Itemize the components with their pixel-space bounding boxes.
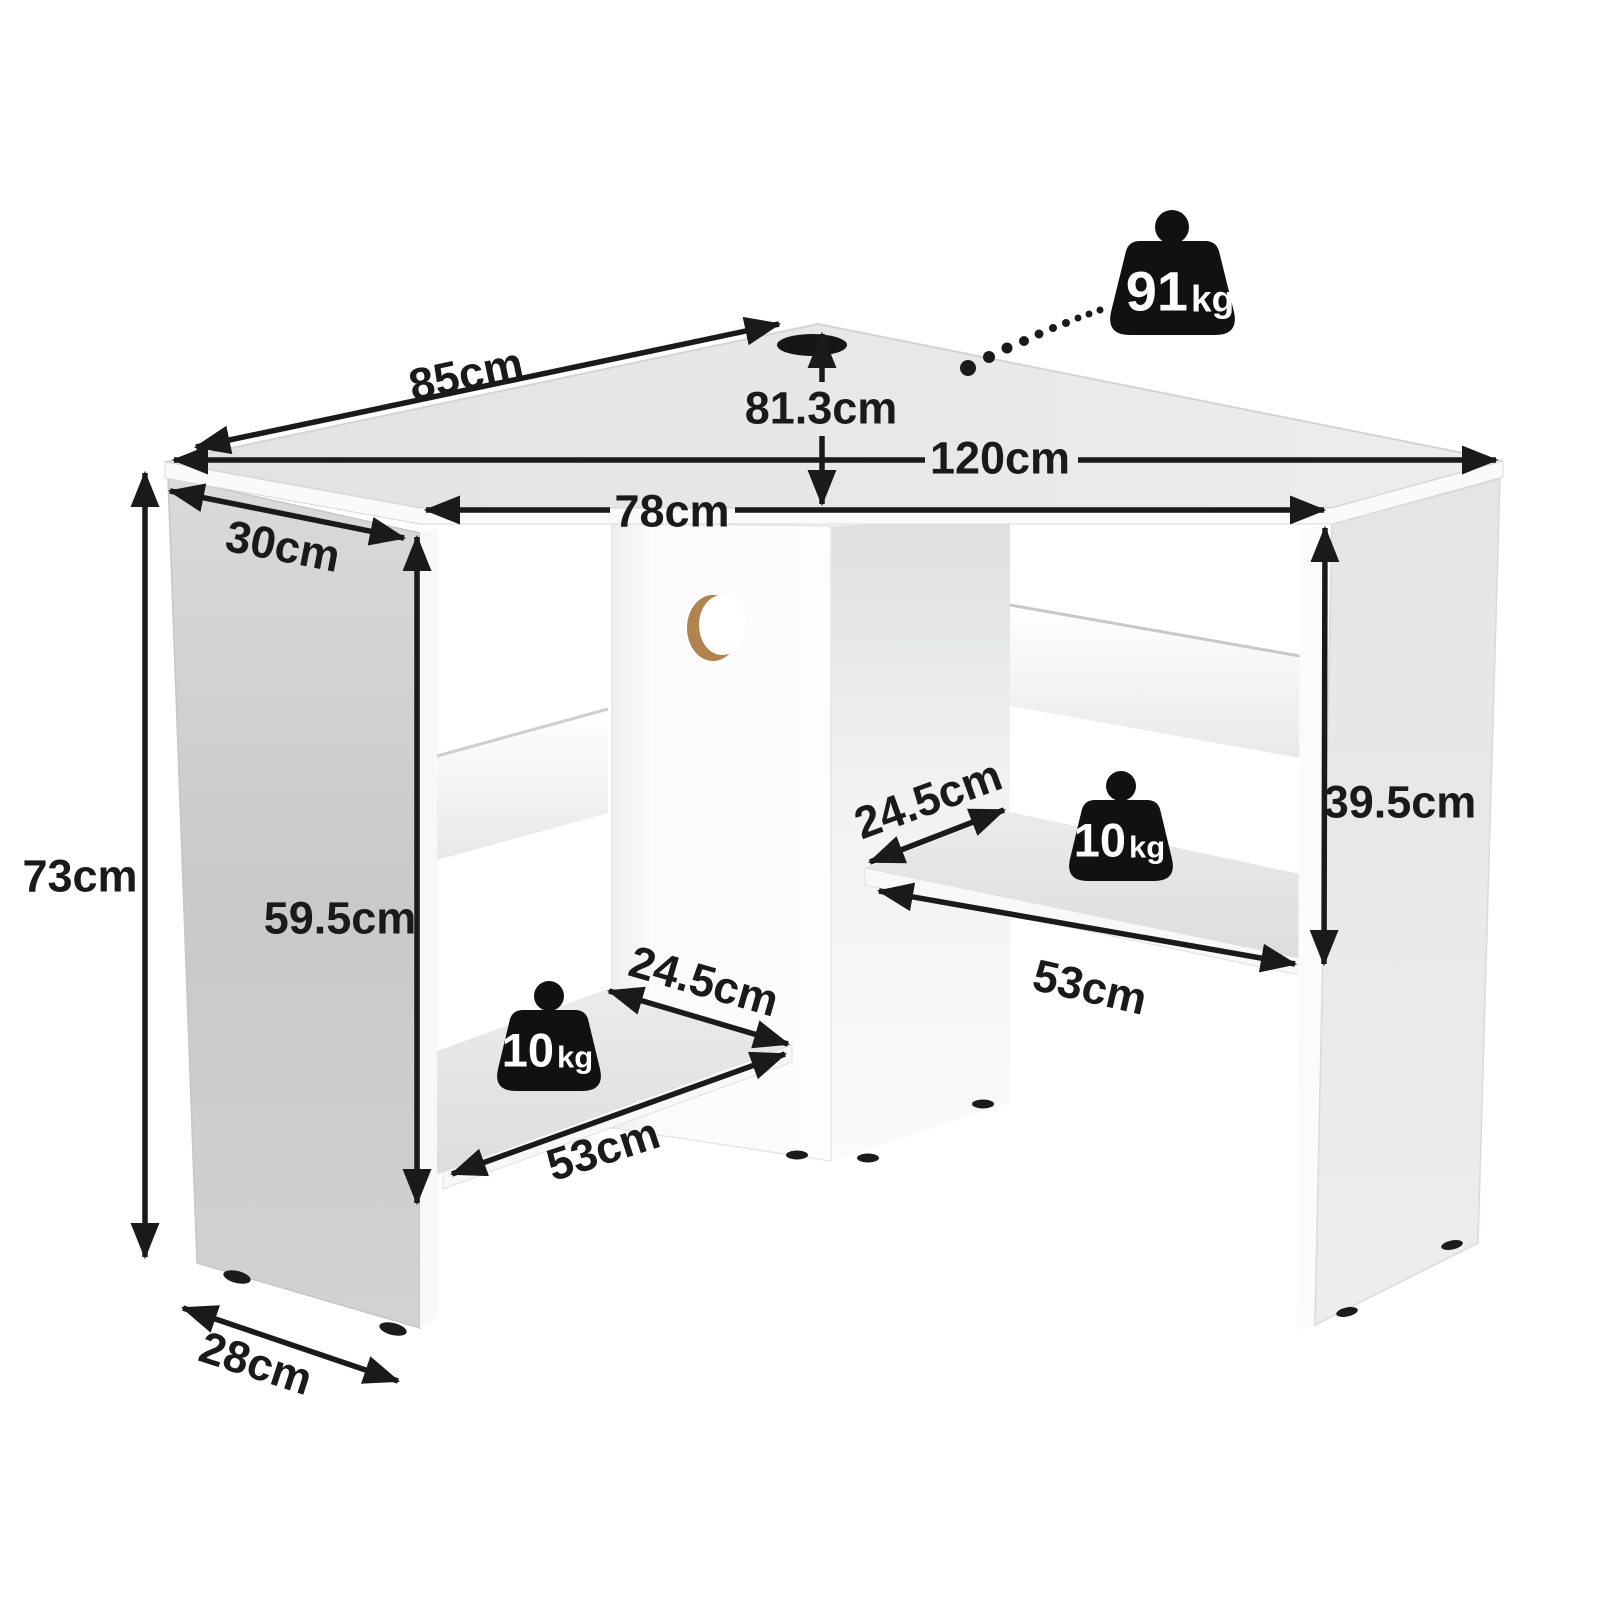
grommet-hole <box>777 334 847 356</box>
dim-left-panel-bottom-depth: 28cm <box>180 1305 401 1405</box>
right-shelf-weight-unit: kg <box>1129 830 1165 865</box>
right-panel-face <box>1314 478 1501 1327</box>
dim-left-panel-top-depth: 30cm <box>167 483 407 582</box>
dim-corner-depth: 81.3cm <box>745 331 898 507</box>
dim-label-73cm: 73cm <box>22 851 137 902</box>
dim-label-120cm: 120cm <box>930 433 1070 484</box>
dotted-leader-line <box>960 306 1104 376</box>
desk-illustration <box>164 322 1504 1336</box>
foot <box>786 1150 808 1160</box>
dim-front-width: 78cm <box>423 486 1327 537</box>
dim-left-opening-height: 59.5cm <box>264 534 432 1206</box>
right-back-rail <box>1010 605 1328 763</box>
dim-label-78cm: 78cm <box>614 486 729 537</box>
dim-label-right-53cm: 53cm <box>1028 949 1152 1025</box>
right-back-rail-top-edge <box>1009 603 1329 663</box>
dim-overall-width: 120cm <box>171 433 1499 484</box>
right-shelf-weight-value: 10 <box>1074 814 1126 867</box>
right-shelf-weight-capacity-icon: 10 kg <box>1069 771 1173 881</box>
desktop-weight-capacity-icon: 91 kg <box>1110 210 1235 335</box>
foot <box>972 1099 994 1109</box>
left-back-rail-top-edge <box>436 707 609 758</box>
dim-label-59-5cm: 59.5cm <box>264 893 417 944</box>
cable-hole-opening <box>699 595 745 655</box>
left-shelf-weight-value: 10 <box>502 1024 554 1077</box>
dim-right-opening-height: 39.5cm <box>1309 525 1477 967</box>
foot <box>1441 1240 1463 1250</box>
left-back-rail <box>437 709 608 860</box>
cable-hole <box>687 595 745 661</box>
weight-capacity-annotations: 91 kg 10 kg 10 kg <box>497 210 1235 1091</box>
dim-label-81-3cm: 81.3cm <box>745 383 898 434</box>
left-panel-inner-edge <box>420 529 437 1328</box>
dim-overall-height: 73cm <box>22 470 160 1260</box>
dim-label-39-5cm: 39.5cm <box>1324 777 1477 828</box>
foot <box>1336 1307 1358 1317</box>
foot <box>857 1153 879 1163</box>
left-shelf-weight-unit: kg <box>557 1040 593 1075</box>
foot <box>223 1270 251 1284</box>
desktop-weight-unit: kg <box>1191 279 1234 320</box>
left-shelf-weight-capacity-icon: 10 kg <box>497 981 601 1091</box>
desktop-weight-value: 91 <box>1126 260 1188 323</box>
